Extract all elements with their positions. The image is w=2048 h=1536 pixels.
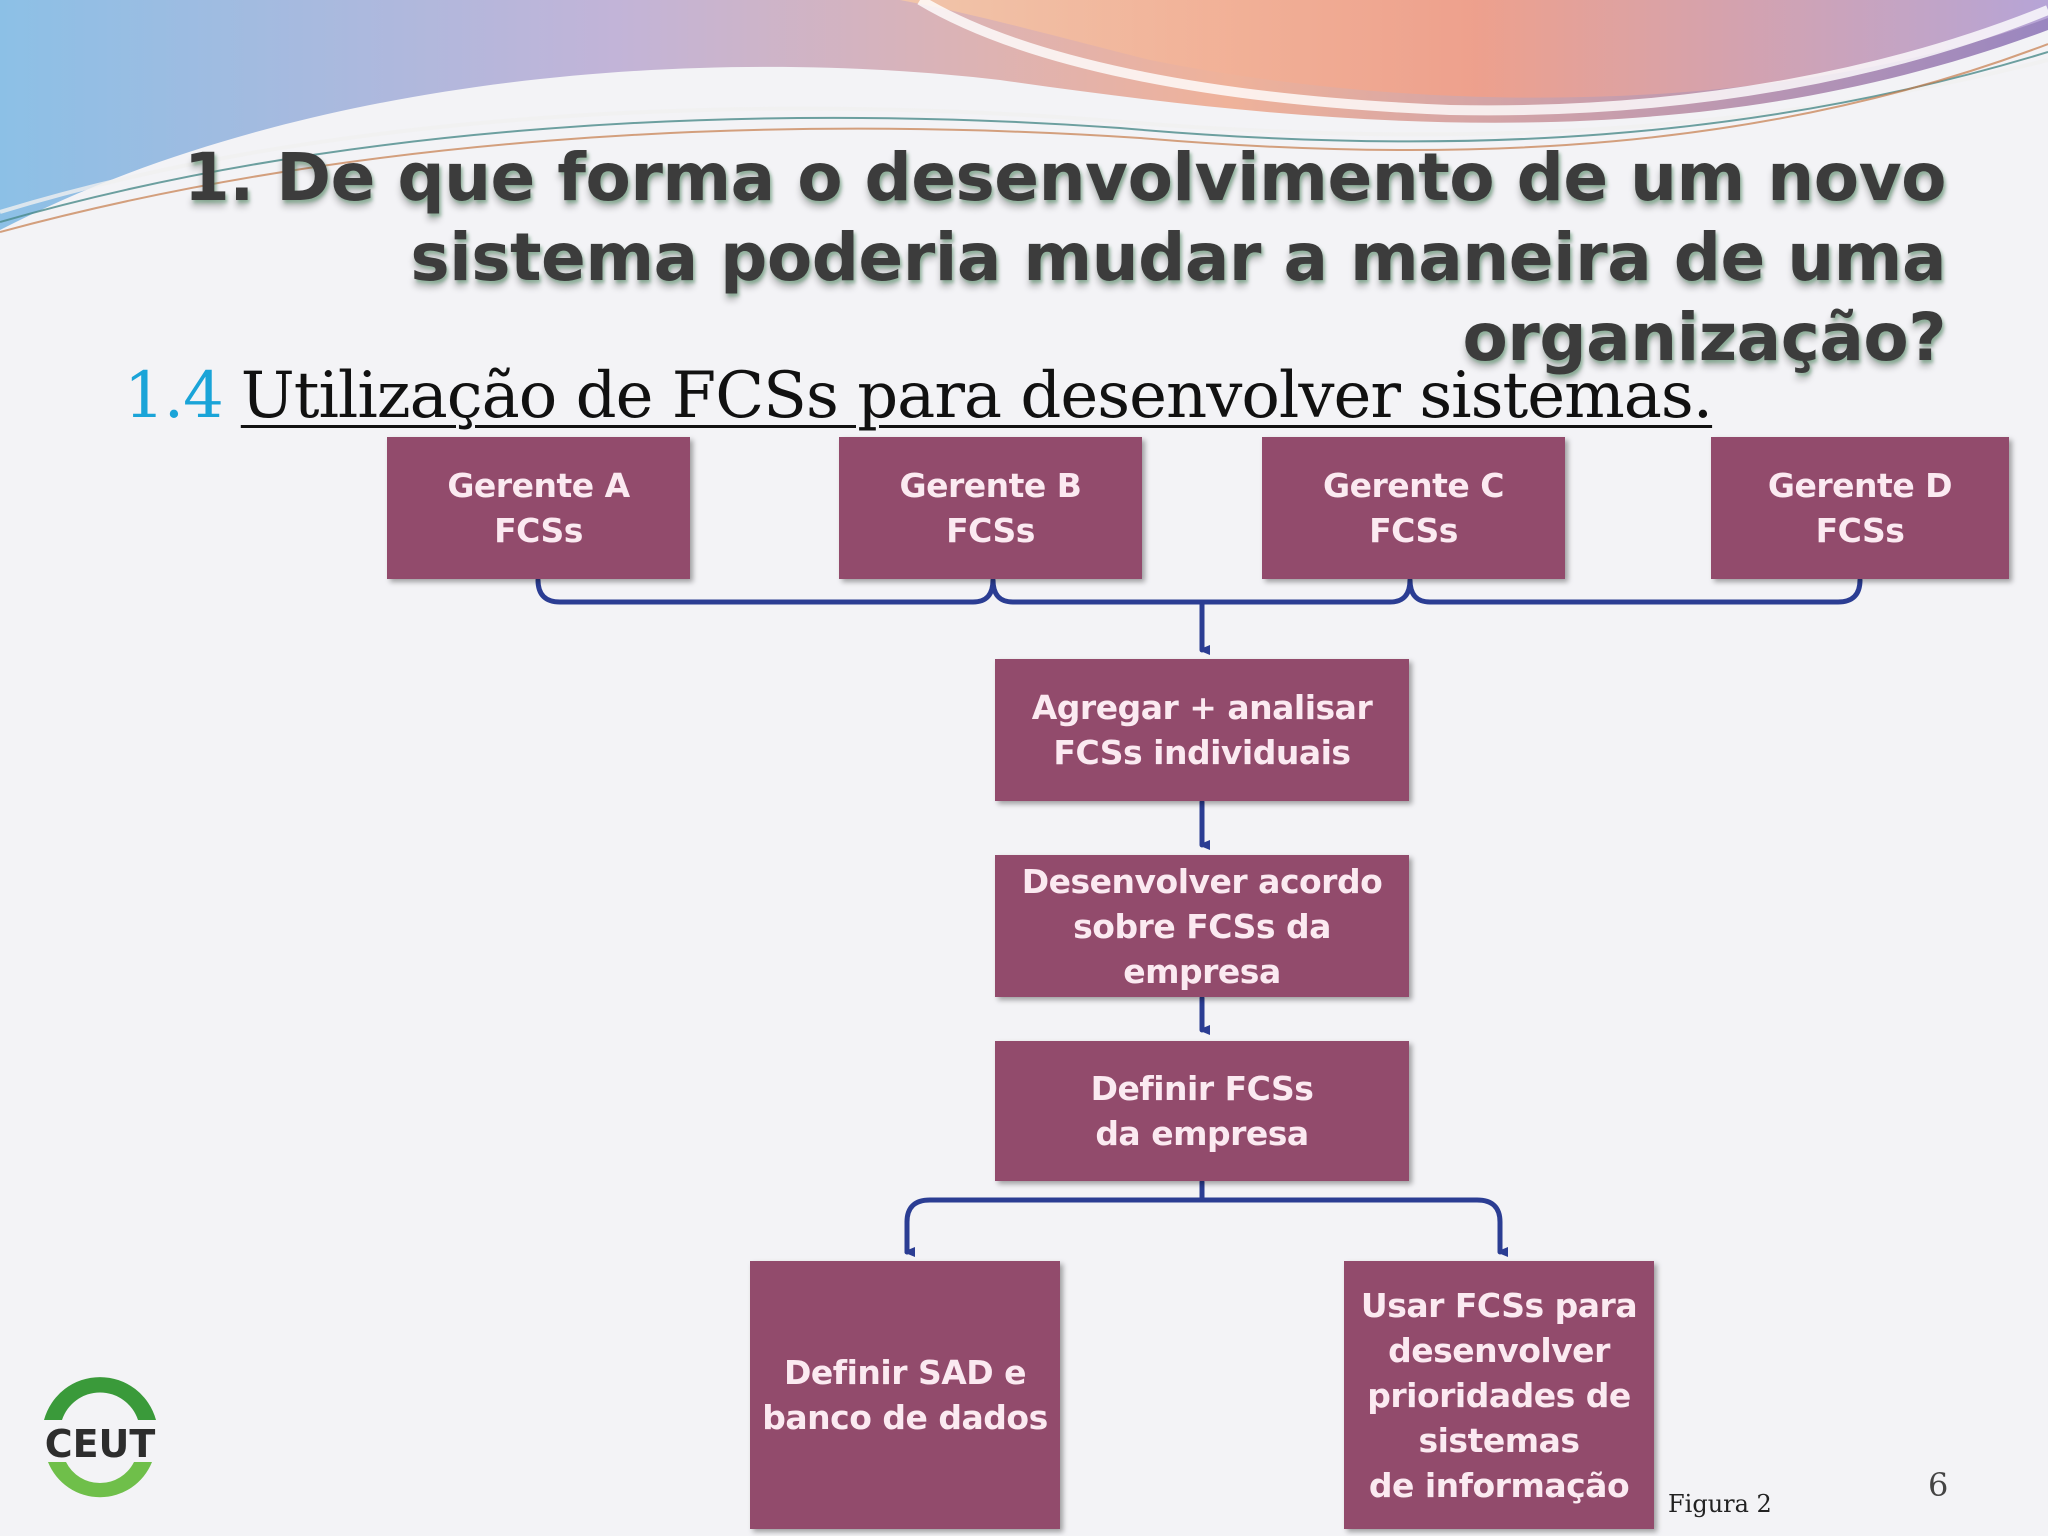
- box-label: Gerente C FCSs: [1323, 466, 1504, 550]
- box-gerente-c: Gerente C FCSs: [1262, 437, 1565, 579]
- box-label: Desenvolver acordo sobre FCSs da empresa: [1021, 861, 1383, 991]
- box-define-fcss: Definir FCSs da empresa: [995, 1041, 1409, 1181]
- ceut-logo: CEUT: [44, 1377, 156, 1498]
- page-number: 6: [1928, 1466, 1949, 1504]
- slide-title: 1. De que forma o desenvolvimento de um …: [183, 139, 1947, 376]
- split-connector: [904, 1179, 1500, 1252]
- figure-caption: Figura 2: [1668, 1490, 1772, 1518]
- box-gerente-a: Gerente A FCSs: [387, 437, 690, 579]
- box-label: Definir SAD e banco de dados: [762, 1353, 1048, 1437]
- section-number: 1.4: [124, 359, 224, 433]
- box-label: Usar FCSs para desenvolver prioridades d…: [1360, 1285, 1638, 1505]
- section-heading: Utilização de FCSs para desenvolver sist…: [240, 359, 1713, 433]
- logo-text: CEUT: [45, 1422, 156, 1466]
- box-use-fcss-priorities: Usar FCSs para desenvolver prioridades d…: [1344, 1261, 1654, 1529]
- box-label: Definir FCSs da empresa: [1090, 1069, 1314, 1153]
- merge-bracket-connector: [535, 577, 1863, 605]
- box-define-sad: Definir SAD e banco de dados: [750, 1261, 1060, 1529]
- box-gerente-b: Gerente B FCSs: [839, 437, 1142, 579]
- box-aggregate-analyze: Agregar + analisar FCSs individuais: [995, 659, 1409, 801]
- box-label: Gerente B FCSs: [899, 466, 1082, 550]
- box-label: Gerente A FCSs: [447, 466, 630, 550]
- box-gerente-d: Gerente D FCSs: [1711, 437, 2009, 579]
- header-wave-decoration: [0, 0, 2048, 233]
- box-develop-agreement: Desenvolver acordo sobre FCSs da empresa: [995, 855, 1409, 997]
- box-label: Agregar + analisar FCSs individuais: [1031, 688, 1373, 772]
- box-label: Gerente D FCSs: [1767, 466, 1953, 550]
